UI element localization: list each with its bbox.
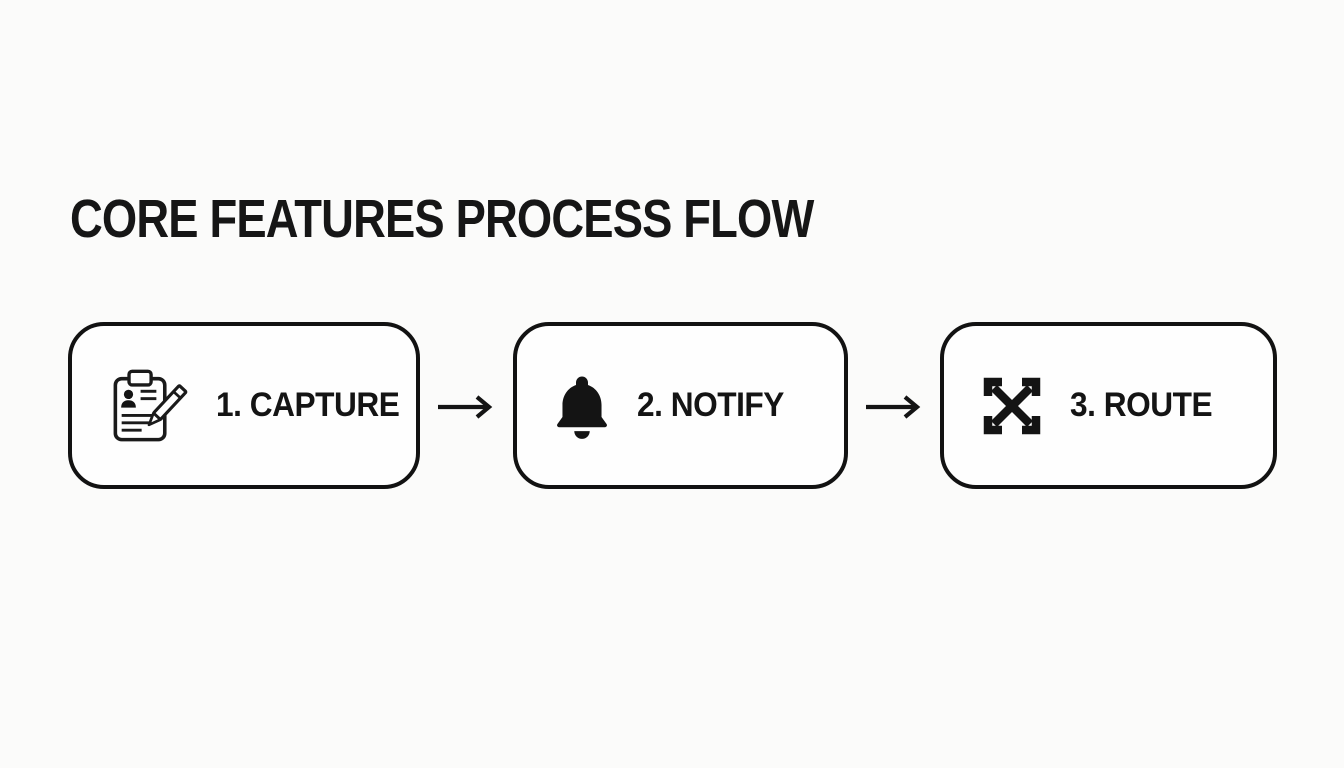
step-label-notify: 2. NOTIFY [637,386,784,424]
clipboard-user-pencil-icon [108,366,190,446]
flow-step-capture: 1. CAPTURE [68,322,420,489]
bell-icon [553,373,611,439]
step-label-route: 3. ROUTE [1070,386,1213,424]
arrow-right-icon [436,394,498,420]
page-title: CORE FEATURES PROCESS FLOW [70,189,814,249]
arrow-right-icon [864,394,926,420]
step-label-capture: 1. CAPTURE [216,386,400,424]
flow-step-notify: 2. NOTIFY [513,322,848,489]
flow-step-route: 3. ROUTE [940,322,1277,489]
crossed-arrows-icon [980,374,1044,438]
